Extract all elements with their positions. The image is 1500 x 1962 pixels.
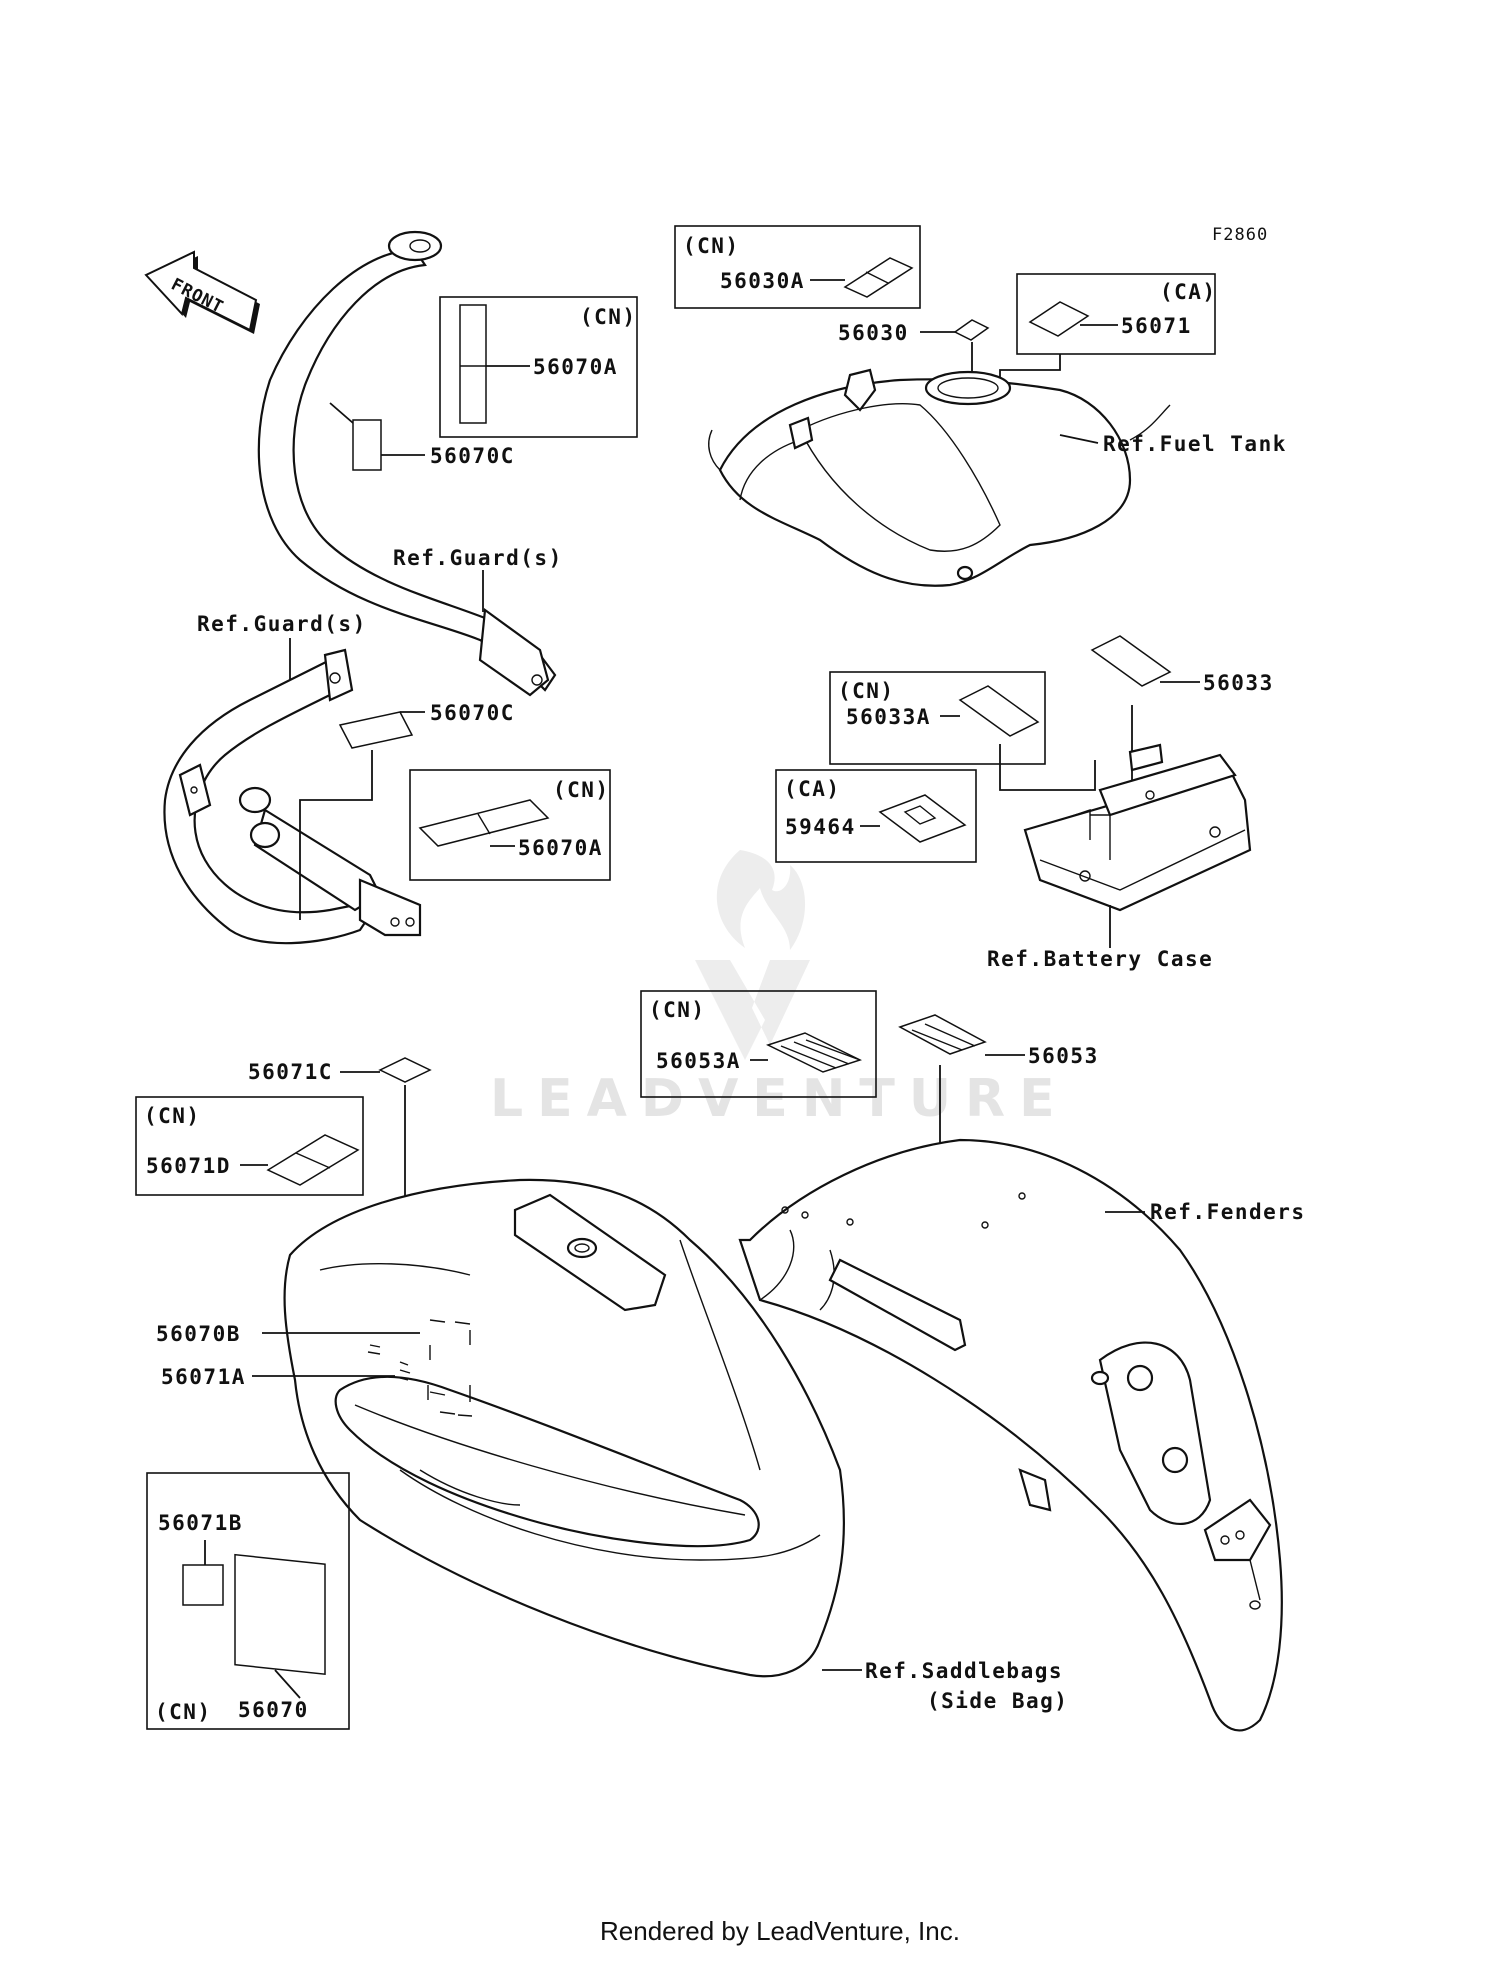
label-56053: 56053 [1028, 1044, 1099, 1068]
label-56070: 56070 [238, 1698, 309, 1722]
label-56033: 56033 [1203, 671, 1274, 695]
label-56070c-upper: 56070C [430, 444, 515, 468]
box-56070a-lower: (CN) 56070A [409, 769, 611, 881]
lower-guard [163, 648, 422, 945]
label-56033a: 56033A [846, 705, 931, 729]
saddlebag [283, 1178, 846, 1678]
decal-56033: 56033 [1090, 635, 1274, 790]
label-56070a-upper: 56070A [533, 355, 618, 379]
ref-saddlebags: Ref.Saddlebags [865, 1659, 1063, 1683]
box-56033a-tag: (CN) [838, 679, 895, 703]
ref-fenders: Ref.Fenders [1150, 1200, 1306, 1224]
box-56070a-upper-tag: (CN) [580, 305, 637, 329]
box-59464-tag: (CA) [784, 777, 841, 801]
box-56030a: (CN) 56030A [674, 225, 921, 309]
label-callout-56071a: 56071A [161, 1365, 395, 1389]
ref-side-bag: (Side Bag) [927, 1689, 1068, 1713]
front-arrow: FRONT [144, 250, 260, 334]
diagram-code: F2860 [1212, 225, 1268, 245]
box-56053a: (CN) 56053A [640, 990, 877, 1098]
label-56030: 56030 [838, 321, 909, 345]
label-56071b: 56071B [158, 1511, 243, 1535]
label-59464: 59464 [785, 815, 856, 839]
box-56071: (CA) 56071 [999, 273, 1217, 445]
box-56033a: (CN) 56033A [829, 671, 1096, 791]
box-56071b-56070-tag: (CN) [155, 1700, 212, 1724]
label-56071a: 56071A [161, 1365, 246, 1389]
watermark-text: LEADVENTURE [490, 1069, 1069, 1129]
box-56071b-56070: 56071B 56070 (CN) [146, 1472, 350, 1730]
label-56071c: 56071C [248, 1060, 333, 1084]
label-56071d: 56071D [146, 1154, 231, 1178]
box-56053a-tag: (CN) [649, 998, 706, 1022]
watermark: LEADVENTURE [490, 850, 1069, 1129]
fender [738, 1138, 1283, 1732]
box-59464: (CA) 59464 [775, 769, 977, 863]
box-56071-tag: (CA) [1160, 280, 1217, 304]
box-56070a-upper: (CN) 56070A [439, 296, 638, 438]
label-callout-56070b: 56070B [156, 1322, 420, 1346]
footer-credit: Rendered by LeadVenture, Inc. [600, 1916, 960, 1946]
label-56030a: 56030A [720, 269, 805, 293]
box-56070a-lower-tag: (CN) [553, 778, 610, 802]
label-56053a: 56053A [656, 1049, 741, 1073]
decal-56071c: 56071C [248, 1057, 432, 1212]
ref-guards-lower: Ref.Guard(s) [197, 612, 367, 636]
ref-fuel-tank: Ref.Fuel Tank [1103, 432, 1287, 456]
label-56070a-lower: 56070A [518, 836, 603, 860]
label-56070b: 56070B [156, 1322, 241, 1346]
ref-guards-upper: Ref.Guard(s) [393, 546, 563, 570]
fuel-tank [708, 368, 1171, 587]
label-56071: 56071 [1121, 314, 1192, 338]
box-56071d: (CN) 56071D [135, 1096, 364, 1196]
ref-battery-case: Ref.Battery Case [987, 947, 1213, 971]
decal-56070c-upper: 56070C [329, 402, 515, 471]
box-56030a-tag: (CN) [683, 234, 740, 258]
upper-guard [257, 230, 557, 697]
label-56070c-lower: 56070C [430, 701, 515, 725]
decal-56070c-lower: 56070C [299, 701, 515, 920]
box-56071d-tag: (CN) [144, 1104, 201, 1128]
battery-case [1023, 743, 1252, 912]
